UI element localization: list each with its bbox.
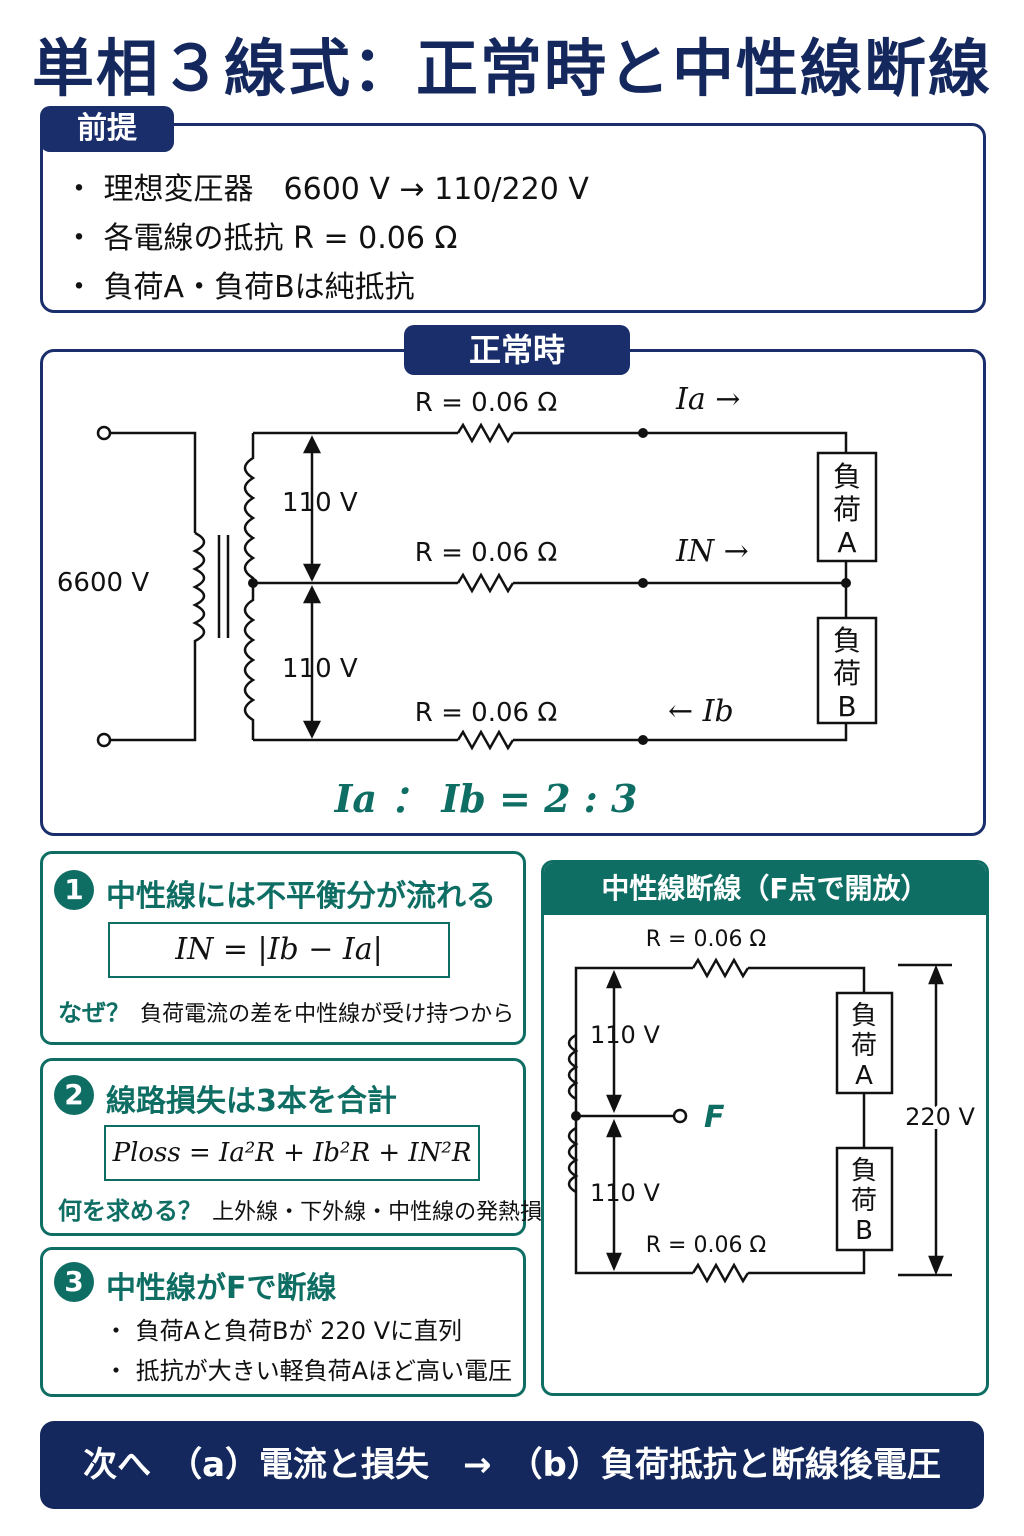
primary-coil xyxy=(192,531,206,643)
break-point-terminal xyxy=(672,1108,688,1124)
load-a-box xyxy=(816,451,878,563)
card-2-formula: Ploss = Ia²R + Ib²R + IN²R xyxy=(104,1125,480,1181)
broken-winding-voltage-lower: 110 V xyxy=(590,1179,660,1207)
broken-load-b-char-3: B xyxy=(855,1216,873,1246)
broken-circuit-diagram: R = 0.06 Ω R = 0.06 Ω 110 V 110 V F 220 … xyxy=(567,927,976,1284)
normal-circuit-diagram: R = 0.06 Ω R = 0.06 Ω R = 0.06 Ω 6600 V … xyxy=(57,382,878,821)
broken-load-a-char-1: 負 xyxy=(851,1001,877,1031)
broken-load-a-char-2: 荷 xyxy=(851,1031,877,1061)
broken-resistor-label-bottom: R = 0.06 Ω xyxy=(646,1233,767,1258)
card-3-heading: 中性線がFで断線 xyxy=(106,1271,337,1306)
broken-load-b-char-2: 荷 xyxy=(851,1186,877,1216)
secondary-coil-upper xyxy=(243,433,256,583)
load-b-char-1: 負 xyxy=(833,624,861,657)
card-2-question: 何を求める？ 上外線・下外線・中性線の発熱損失 xyxy=(58,1197,565,1225)
card-2-heading: 線路損失は3本を合計 xyxy=(106,1084,397,1119)
card-1-question: なぜ？ 負荷電流の差を中性線が受け持つから xyxy=(58,999,515,1027)
card-2-number: 2 xyxy=(54,1075,94,1115)
broken-load-a-char-3: A xyxy=(855,1061,873,1091)
page-title: 単相３線式：正常時と中性線断線 xyxy=(31,32,992,105)
resistor-neutral xyxy=(456,572,515,594)
footer-next-banner: 次へ （a）電流と損失 → （b）負荷抵抗と断線後電圧 xyxy=(40,1421,984,1509)
broken-coil-lower xyxy=(567,1126,579,1194)
winding-voltage-upper: 110 V xyxy=(282,488,358,518)
load-a-char-2: 荷 xyxy=(833,493,861,526)
resistor-bottom xyxy=(456,729,515,751)
premise-item-2: ・ 各電線の抵抗 R = 0.06 Ω xyxy=(64,221,458,256)
total-voltage-label: 220 V xyxy=(905,1103,975,1131)
broken-resistor-label-top: R = 0.06 Ω xyxy=(646,927,767,952)
card-neutral-break xyxy=(40,1247,526,1397)
premise-tag: 前提 xyxy=(40,106,174,152)
normal-tag: 正常時 xyxy=(404,325,630,375)
load-b-char-2: 荷 xyxy=(833,657,861,690)
current-n-label: IN → xyxy=(675,534,749,569)
card-3-bullet-1: ・ 負荷Aと負荷Bが 220 Vに直列 xyxy=(104,1317,463,1345)
load-b-char-3: B xyxy=(837,690,856,723)
load-b-box xyxy=(816,616,878,725)
card-1-formula: IN = |Ib − Ia| xyxy=(108,922,450,978)
premise-panel xyxy=(40,123,986,313)
load-a-char-1: 負 xyxy=(833,460,861,493)
card-1-number: 1 xyxy=(54,870,94,910)
resistor-label-top: R = 0.06 Ω xyxy=(415,388,557,418)
current-b-label: ← Ib xyxy=(668,694,734,729)
broken-resistor-bottom xyxy=(691,1262,750,1284)
current-a-label: Ia → xyxy=(675,382,740,417)
broken-winding-voltage-upper: 110 V xyxy=(590,1021,660,1049)
card-3-number: 3 xyxy=(54,1262,94,1302)
resistor-label-neutral: R = 0.06 Ω xyxy=(415,538,557,568)
premise-item-3: ・ 負荷A・負荷Bは純抵抗 xyxy=(64,270,415,305)
break-point-label: F xyxy=(704,1100,725,1135)
resistor-top xyxy=(456,422,515,444)
resistor-label-bottom: R = 0.06 Ω xyxy=(415,698,557,728)
broken-resistor-top xyxy=(691,957,750,979)
card-1-heading: 中性線には不平衡分が流れる xyxy=(106,879,496,914)
current-ratio: Ia ： Ib = 2 : 3 xyxy=(334,776,638,821)
broken-neutral-header: 中性線断線（F点で開放） xyxy=(544,863,986,915)
normal-panel xyxy=(40,349,986,836)
broken-load-b-char-1: 負 xyxy=(851,1156,877,1186)
source-voltage-label: 6600 V xyxy=(57,568,149,598)
winding-voltage-lower: 110 V xyxy=(282,654,358,684)
broken-coil-upper xyxy=(567,1033,579,1101)
card-3-bullet-2: ・ 抵抗が大きい軽負荷Aほど高い電圧 xyxy=(104,1357,513,1385)
premise-item-1: ・ 理想変圧器 6600 V → 110/220 V xyxy=(64,172,589,207)
load-a-char-3: A xyxy=(837,526,856,559)
broken-load-b-box xyxy=(835,1146,894,1252)
secondary-coil-lower xyxy=(243,583,256,740)
